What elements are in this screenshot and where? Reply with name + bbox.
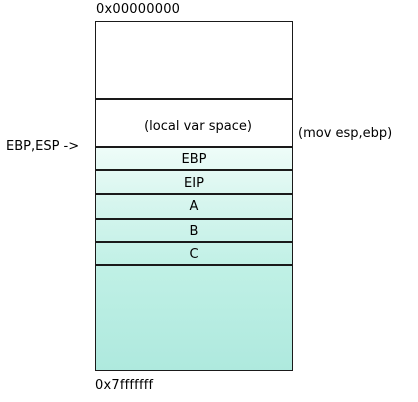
divider-eip-a [96, 193, 292, 195]
top-address-label: 0x00000000 [96, 2, 181, 17]
divider-c-bottom [96, 264, 292, 266]
divider-b-c [96, 241, 292, 243]
stack-cell-ebp: EBP [181, 152, 207, 167]
stack-cell-b: B [189, 224, 199, 239]
divider-ebp-eip [96, 169, 292, 171]
ebp-esp-divider [96, 146, 292, 148]
stack-cell-eip: EIP [184, 176, 204, 191]
mov-instruction-label: (mov esp,ebp) [298, 126, 393, 141]
bottom-address-label: 0x7fffffff [95, 378, 154, 393]
ebp-esp-pointer-label: EBP,ESP -> [6, 139, 80, 154]
stack-cell-a: A [189, 199, 199, 214]
divider-a-b [96, 218, 292, 220]
stack-used-region [96, 148, 292, 370]
local-var-space-label: (local var space) [144, 119, 252, 134]
local-var-top-divider [96, 98, 292, 100]
stack-cell-c: C [189, 247, 199, 262]
stack-memory-box: (local var space) EBP EIP A B C [95, 21, 293, 371]
